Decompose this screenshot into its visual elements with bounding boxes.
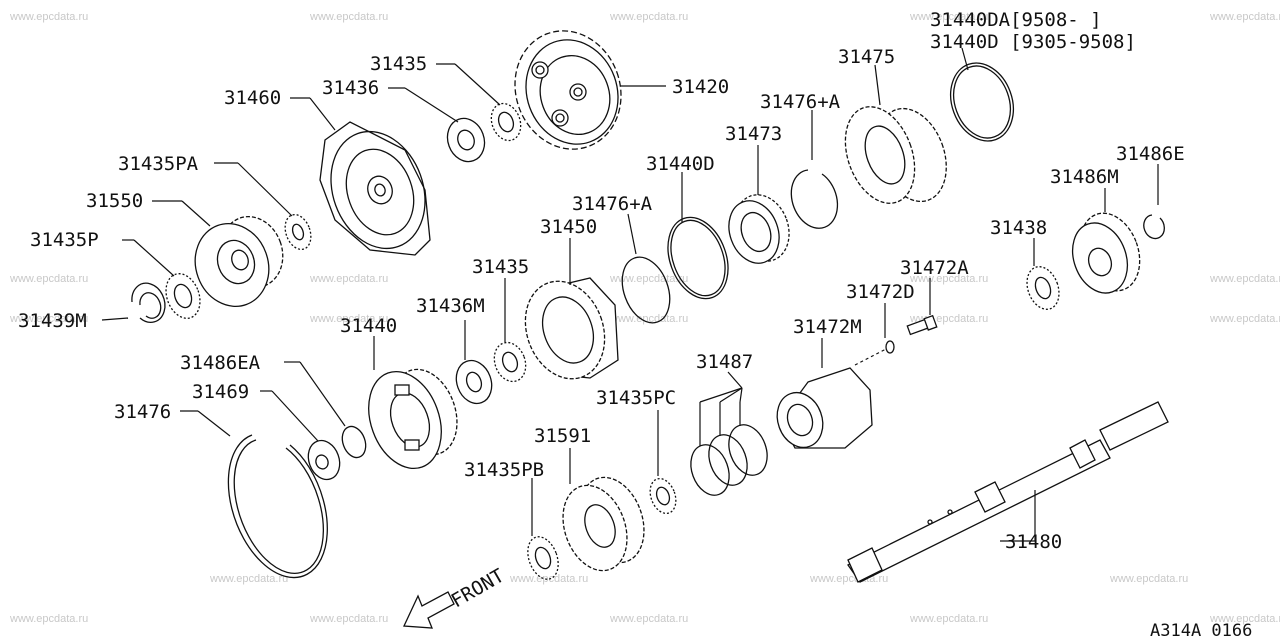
label-31476A-top[interactable]: 31476+A	[760, 91, 841, 113]
part-31436M-washer[interactable]	[451, 356, 498, 409]
label-31436M[interactable]: 31436M	[416, 295, 485, 317]
front-arrow	[403, 591, 455, 629]
diagram-code: A314A 0166	[1150, 621, 1252, 640]
watermark: www.epcdata.ru	[209, 573, 288, 585]
part-31420-gear[interactable]	[499, 16, 638, 164]
label-31435-mid[interactable]: 31435	[472, 256, 529, 278]
watermark: www.epcdata.ru	[1209, 273, 1280, 285]
watermark: www.epcdata.ru	[309, 613, 388, 625]
part-31473-one-way-clutch[interactable]	[721, 187, 799, 270]
part-31472M-sleeve[interactable]	[770, 367, 873, 454]
part-31435PC-bearing[interactable]	[646, 475, 681, 517]
label-31440D-range[interactable]: 31440D [9305-9508]	[930, 31, 1136, 53]
part-31476A-snap-ring-mid[interactable]	[614, 251, 679, 330]
label-31440D[interactable]: 31440D	[646, 153, 715, 175]
watermark: www.epcdata.ru	[9, 313, 88, 325]
label-31438[interactable]: 31438	[990, 217, 1047, 239]
watermark: www.epcdata.ru	[9, 613, 88, 625]
label-31435PC[interactable]: 31435PC	[596, 387, 676, 409]
part-labels: 31440DA[9508- ] 31440D [9305-9508] 31475…	[18, 9, 1252, 640]
label-31486EA[interactable]: 31486EA	[180, 352, 261, 374]
watermark: www.epcdata.ru	[909, 613, 988, 625]
part-31480-shaft[interactable]	[847, 401, 1169, 583]
part-31435PB-bearing[interactable]	[522, 533, 563, 584]
part-31472A-bolt[interactable]	[906, 314, 938, 336]
part-31435-thrust-bearing-mid[interactable]	[489, 338, 531, 386]
watermark: www.epcdata.ru	[309, 273, 388, 285]
part-31460-drum[interactable]	[315, 118, 441, 262]
watermark: www.epcdata.ru	[909, 273, 988, 285]
label-31436-top[interactable]: 31436	[322, 77, 379, 99]
label-31460[interactable]: 31460	[224, 87, 281, 109]
watermark: www.epcdata.ru	[609, 313, 688, 325]
part-31487-seal-rings[interactable]	[684, 419, 774, 500]
watermark: www.epcdata.ru	[609, 613, 688, 625]
part-31475-clutch-hub[interactable]	[833, 97, 959, 213]
label-31475[interactable]: 31475	[838, 46, 895, 68]
part-31476-snap-ring[interactable]	[227, 434, 328, 579]
label-31487[interactable]: 31487	[696, 351, 753, 373]
watermark: www.epcdata.ru	[309, 11, 388, 23]
watermark: www.epcdata.ru	[609, 11, 688, 23]
label-31472A[interactable]: 31472A	[900, 257, 969, 279]
watermark: www.epcdata.ru	[909, 11, 988, 23]
label-31435PA[interactable]: 31435PA	[118, 153, 199, 175]
part-31436-washer-top[interactable]	[442, 113, 491, 167]
label-31450[interactable]: 31450	[540, 216, 597, 238]
front-label: FRONT	[448, 565, 509, 613]
part-31440-carrier[interactable]	[356, 360, 468, 478]
part-31450-internal-gear[interactable]	[512, 270, 619, 390]
part-31550-gear[interactable]	[184, 208, 293, 317]
part-31438-bearing[interactable]	[1021, 262, 1064, 314]
label-31420[interactable]: 31420	[672, 76, 729, 98]
watermark: www.epcdata.ru	[1209, 613, 1280, 625]
label-31469[interactable]: 31469	[192, 381, 249, 403]
watermarks: www.epcdata.ru www.epcdata.ru www.epcdat…	[9, 11, 1280, 625]
part-31591-gear[interactable]	[552, 468, 655, 579]
part-31472D-washer[interactable]	[854, 340, 895, 366]
leader-lines	[101, 47, 1159, 542]
part-31439M-snap-ring[interactable]	[131, 282, 166, 323]
label-31480[interactable]: 31480	[1005, 531, 1062, 553]
part-31440DA-ring[interactable]	[940, 54, 1024, 150]
label-31476A-mid[interactable]: 31476+A	[572, 193, 653, 215]
label-31439M[interactable]: 31439M	[18, 310, 87, 332]
label-31435P[interactable]: 31435P	[30, 229, 99, 251]
part-31486M-gear[interactable]	[1063, 205, 1150, 301]
watermark: www.epcdata.ru	[1209, 11, 1280, 23]
label-31440DA[interactable]: 31440DA[9508- ]	[930, 9, 1102, 31]
watermark: www.epcdata.ru	[809, 573, 888, 585]
part-31435PA-bearing[interactable]	[281, 211, 316, 253]
watermark: www.epcdata.ru	[1109, 573, 1188, 585]
label-31550[interactable]: 31550	[86, 190, 143, 212]
watermark: www.epcdata.ru	[509, 573, 588, 585]
part-31486E-ring[interactable]	[1143, 214, 1165, 240]
part-31435P-bearing[interactable]	[160, 269, 206, 323]
label-31486M[interactable]: 31486M	[1050, 166, 1119, 188]
label-31472D[interactable]: 31472D	[846, 281, 915, 303]
label-31473[interactable]: 31473	[725, 123, 782, 145]
part-31476A-snap-ring-top[interactable]	[790, 169, 839, 229]
label-31476[interactable]: 31476	[114, 401, 171, 423]
watermark: www.epcdata.ru	[309, 313, 388, 325]
part-31486EA-ring[interactable]	[338, 423, 370, 461]
parts	[131, 16, 1169, 629]
part-31440D-ring[interactable]	[657, 209, 738, 307]
watermark: www.epcdata.ru	[1209, 313, 1280, 325]
watermark: www.epcdata.ru	[9, 11, 88, 23]
label-31435PB[interactable]: 31435PB	[464, 459, 544, 481]
part-31469-pinion[interactable]	[303, 436, 345, 484]
label-31591[interactable]: 31591	[534, 425, 591, 447]
label-31435-top[interactable]: 31435	[370, 53, 427, 75]
watermark: www.epcdata.ru	[9, 273, 88, 285]
label-31486E[interactable]: 31486E	[1116, 143, 1185, 165]
label-31440[interactable]: 31440	[340, 315, 397, 337]
label-31472M[interactable]: 31472M	[793, 316, 862, 338]
watermark: www.epcdata.ru	[609, 273, 688, 285]
